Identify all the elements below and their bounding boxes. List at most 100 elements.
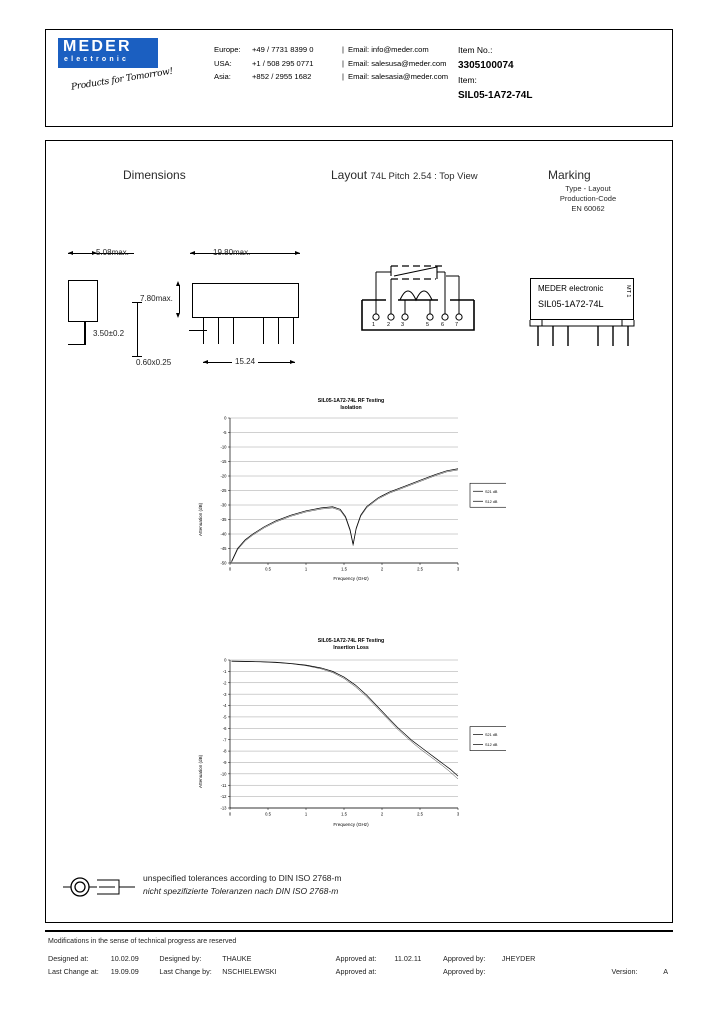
layout-pin-label-1: 1	[372, 322, 376, 328]
contact-row: Europe: +49 / 7731 8399 0 | Email: info@…	[214, 43, 448, 57]
dim-arrow-right-width	[92, 250, 97, 255]
svg-text:S21 dB: S21 dB	[485, 733, 498, 737]
contact-row: USA: +1 / 508 295 0771 | Email: salesusa…	[214, 57, 448, 71]
side-view-lead-base	[68, 344, 86, 345]
contact-row: Asia: +852 / 2955 1682 | Email: salesasi…	[214, 70, 448, 84]
dim-pin-span-label: 15.24	[232, 357, 259, 366]
marking-section-title: Marking	[548, 168, 591, 182]
dim-line-length	[190, 253, 300, 254]
dimensions-section-title: Dimensions	[123, 168, 186, 182]
svg-text:0: 0	[224, 416, 227, 421]
marking-sub-type-layout: Type - Layout	[565, 184, 611, 193]
svg-text:-10: -10	[220, 445, 227, 450]
dim-lead-length-label: 3.50±0.2	[93, 329, 125, 338]
version-label-row1	[593, 954, 638, 967]
footer-row: Last Change at: 19.09.09 Last Change by:…	[48, 967, 668, 980]
main-content-box	[45, 140, 673, 923]
approved-by-value-2	[502, 967, 593, 980]
contact-table: Europe: +49 / 7731 8399 0 | Email: info@…	[214, 43, 448, 84]
dim-arrow-down-height	[176, 313, 180, 318]
svg-text:-25: -25	[220, 488, 227, 493]
marking-part-drawing: MEDER electronic SIL05-1A72-74L MT 1	[522, 278, 642, 350]
approved-by-label: Approved by:	[443, 954, 486, 963]
contact-separator: |	[342, 45, 344, 54]
version-value: A	[663, 967, 668, 976]
svg-text:2: 2	[381, 812, 384, 817]
logo-name: MEDER	[63, 38, 132, 55]
front-view-pin	[263, 318, 264, 344]
dim-tick-lead-top	[132, 302, 142, 303]
item-no-label: Item No.:	[458, 45, 493, 55]
svg-text:-40: -40	[220, 532, 227, 537]
footer-table: Designed at: 10.02.09 Designed by: THAUK…	[48, 954, 668, 980]
svg-text:2.5: 2.5	[417, 812, 423, 817]
approved-by-label-2: Approved by:	[443, 967, 486, 976]
svg-text:-6: -6	[223, 726, 227, 731]
tolerance-note: unspecified tolerances according to DIN …	[63, 866, 483, 906]
approved-at-label-2: Approved at:	[335, 967, 377, 976]
layout-schematic-svg	[361, 265, 475, 331]
tolerance-note-de: nicht spezifizierte Toleranzen nach DIN …	[143, 886, 339, 896]
dim-arrow-left-pin-span	[203, 359, 208, 364]
svg-text:1: 1	[305, 567, 308, 572]
layout-title-pitch: 2.54 : Top View	[412, 171, 478, 182]
svg-text:1: 1	[305, 812, 308, 817]
contact-phone: +1 / 508 295 0771	[252, 58, 314, 68]
contact-region: USA:	[214, 58, 232, 68]
svg-text:-20: -20	[220, 474, 227, 479]
dim-width-label: 5.08max.	[96, 248, 129, 257]
svg-text:0.5: 0.5	[265, 567, 271, 572]
dim-arrow-right-length	[295, 250, 300, 255]
svg-text:3: 3	[457, 567, 460, 572]
header-box: MEDER electronic Products for Tomorrow! …	[45, 29, 673, 127]
svg-text:0: 0	[224, 658, 227, 663]
dim-arrow-up-height	[176, 281, 180, 286]
layout-section-title: Layout 74L Pitch 2.54 : Top View	[331, 168, 478, 182]
layout-pin-label-7: 7	[455, 322, 459, 328]
svg-text:-5: -5	[223, 430, 227, 435]
svg-text:S21 dB: S21 dB	[485, 490, 498, 494]
side-view-lead	[84, 322, 86, 344]
svg-text:0: 0	[229, 812, 232, 817]
svg-text:-7: -7	[223, 737, 227, 742]
designed-at-label: Designed at:	[48, 954, 89, 963]
marking-subtitle: Type - Layout Production-Code EN 60062	[498, 184, 678, 214]
isolation-chart: SIL05-1A72-74L RF Testing Isolation Atte…	[196, 398, 506, 588]
svg-text:2.5: 2.5	[417, 567, 423, 572]
contact-region: Asia:	[214, 72, 231, 81]
front-view-pin	[278, 318, 279, 344]
svg-text:-50: -50	[220, 561, 227, 566]
footer-row: Designed at: 10.02.09 Designed by: THAUK…	[48, 954, 668, 967]
item-label: Item:	[458, 75, 477, 85]
logo-subtitle: electronic	[64, 56, 130, 63]
company-logo: MEDER electronic Products for Tomorrow!	[58, 38, 174, 93]
front-view-body	[192, 283, 299, 318]
version-value-row1	[638, 954, 668, 967]
item-value: SIL05-1A72-74L	[458, 90, 533, 101]
svg-text:-3: -3	[223, 692, 227, 697]
marking-sub-production-code: Production-Code	[559, 194, 617, 203]
dim-length-label: 19.80max.	[213, 248, 251, 257]
svg-text:-4: -4	[223, 703, 227, 708]
svg-text:-5: -5	[223, 715, 227, 720]
layout-pin-label-2: 2	[387, 322, 391, 328]
logo-slogan: Products for Tomorrow!	[70, 66, 174, 93]
layout-schematic: 1 2 3 5 6 7	[358, 252, 478, 340]
isolation-chart-subtitle: Isolation	[340, 405, 362, 411]
designed-by-label: Designed by:	[159, 954, 202, 963]
svg-text:-10: -10	[220, 771, 227, 776]
footer-note: Modifications in the sense of technical …	[48, 938, 237, 945]
insertion-loss-chart: SIL05-1A72-74L RF Testing Insertion Loss…	[196, 638, 506, 833]
marking-text-partno: SIL05-1A72-74L	[538, 299, 604, 309]
svg-text:-13: -13	[220, 806, 227, 811]
item-no-value: 3305100074	[458, 60, 514, 71]
contact-email: Email: salesasia@meder.com	[348, 72, 449, 81]
dim-lead-section-label: 0.60x0.25	[136, 358, 172, 367]
contact-email: Email: salesusa@meder.com	[348, 58, 447, 68]
layout-title-main: Layout	[331, 168, 368, 182]
svg-text:0.5: 0.5	[265, 812, 271, 817]
insertion-loss-chart-xlabel: Frequency (GHz)	[333, 822, 369, 827]
dim-leader-lead-section	[189, 330, 207, 331]
approved-at-value-2	[394, 967, 443, 980]
